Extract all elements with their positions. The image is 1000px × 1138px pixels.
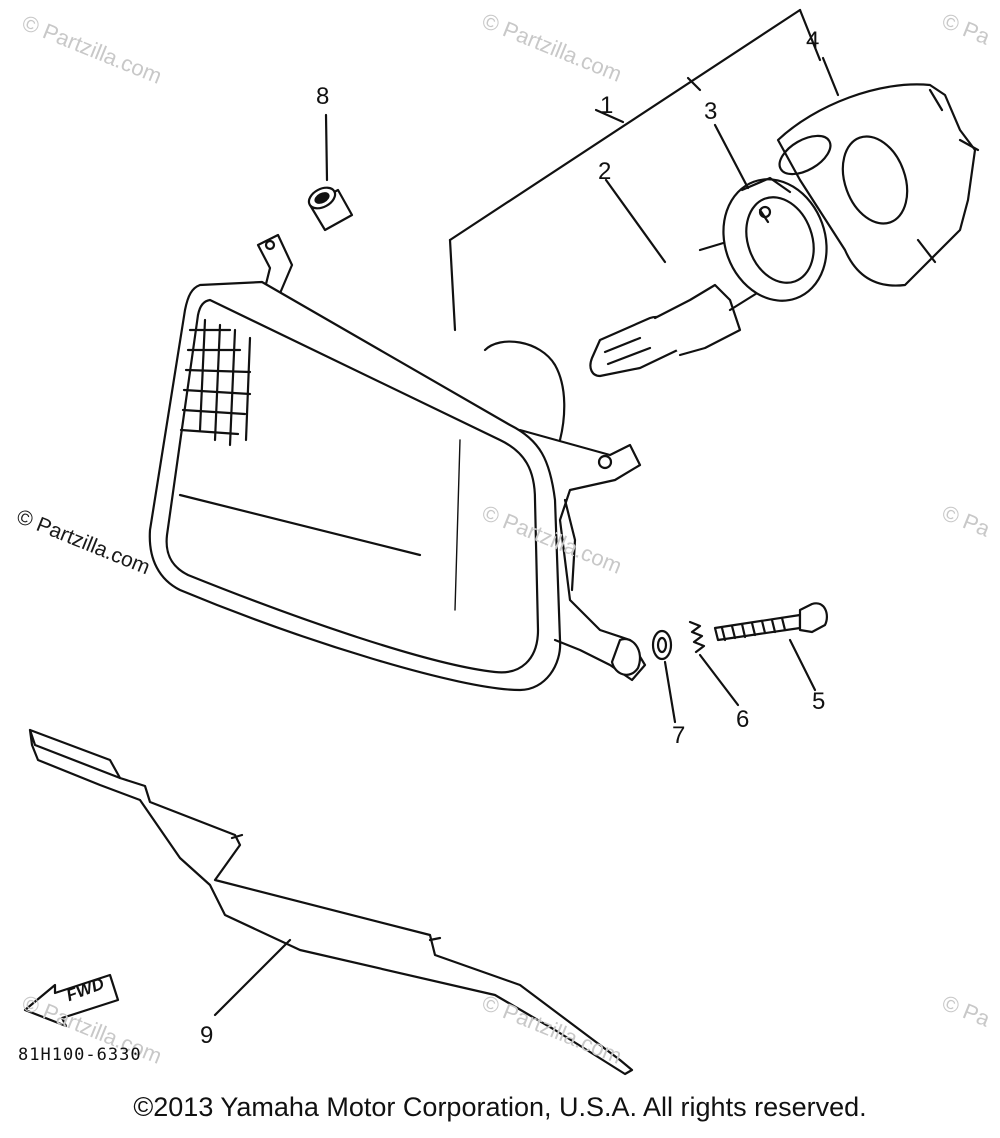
callout-6: 6 <box>736 706 750 733</box>
callout-2: 2 <box>598 158 612 185</box>
grommet-part-8 <box>307 113 354 232</box>
callout-7: 7 <box>672 722 686 749</box>
bulb-cover-part-4 <box>776 56 980 287</box>
headlight-housing <box>148 233 647 692</box>
socket-ring-part-3 <box>713 123 828 302</box>
trim-strip-part-9 <box>28 728 634 1076</box>
nut-part-7 <box>651 629 677 724</box>
bulb-part-2 <box>589 178 766 378</box>
copyright-notice: ©2013 Yamaha Motor Corporation, U.S.A. A… <box>133 1092 867 1122</box>
reference-code: 81H100-6330 <box>18 1045 142 1065</box>
bolt-part-5 <box>713 602 829 692</box>
callout-9: 9 <box>200 1022 214 1049</box>
callout-1: 1 <box>600 92 614 119</box>
fwd-arrow <box>23 973 120 1028</box>
callout-3: 3 <box>704 98 718 125</box>
spring-part-6 <box>688 620 740 707</box>
part-1-bracket-line <box>448 8 822 332</box>
callout-5: 5 <box>812 688 826 715</box>
callout-4: 4 <box>806 27 820 54</box>
callout-8: 8 <box>316 83 330 110</box>
